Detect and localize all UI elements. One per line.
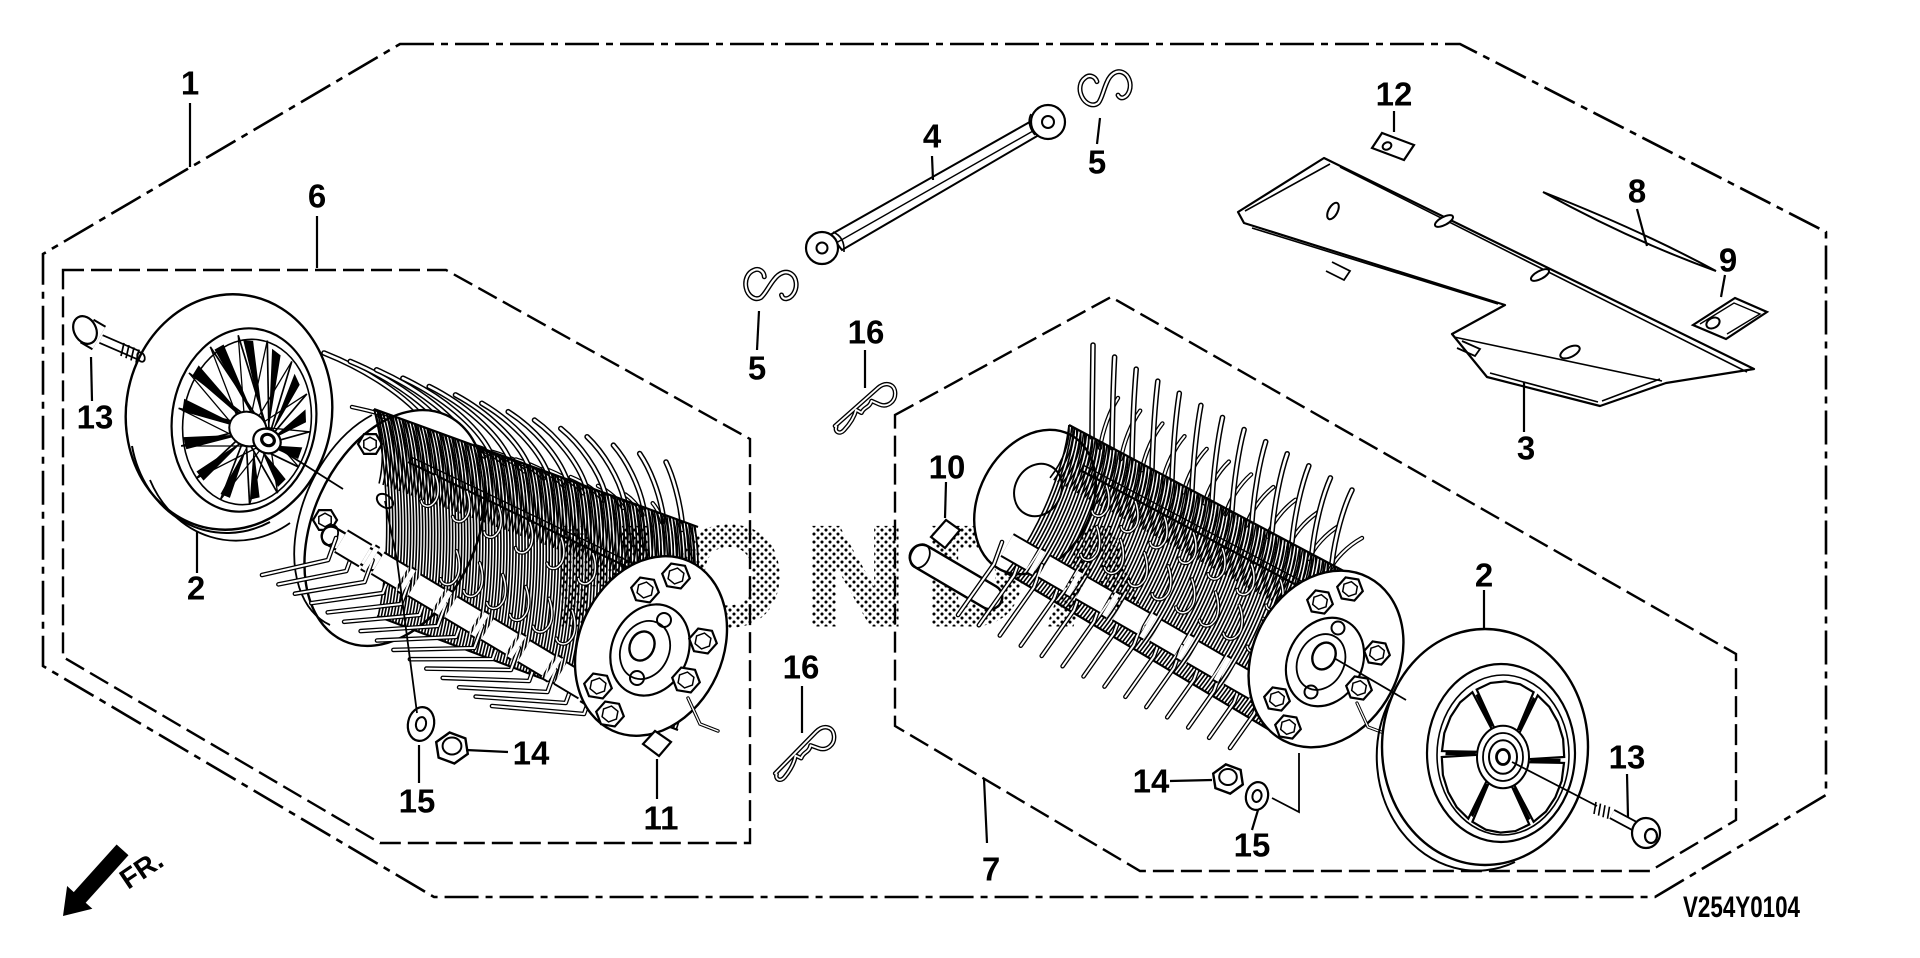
svg-text:16: 16 [783,649,820,686]
svg-text:15: 15 [1234,827,1271,864]
svg-text:V254Y0104: V254Y0104 [1683,891,1800,924]
svg-text:16: 16 [848,314,885,351]
svg-text:2: 2 [187,570,205,607]
svg-text:5: 5 [748,350,766,387]
svg-text:13: 13 [1609,739,1646,776]
svg-text:11: 11 [644,800,679,837]
svg-text:14: 14 [1133,763,1170,800]
svg-text:15: 15 [399,783,436,820]
svg-text:7: 7 [982,851,1000,888]
svg-text:4: 4 [923,118,942,155]
svg-text:9: 9 [1719,242,1737,279]
svg-text:N: N [806,500,904,652]
svg-text:6: 6 [308,178,326,215]
svg-text:10: 10 [929,449,966,486]
svg-text:13: 13 [77,399,114,436]
svg-text:14: 14 [513,735,550,772]
svg-text:5: 5 [1088,144,1106,181]
svg-text:1: 1 [181,65,199,102]
svg-text:3: 3 [1517,430,1535,467]
svg-text:12: 12 [1376,76,1413,113]
svg-text:8: 8 [1628,173,1646,210]
svg-text:2: 2 [1475,557,1493,594]
